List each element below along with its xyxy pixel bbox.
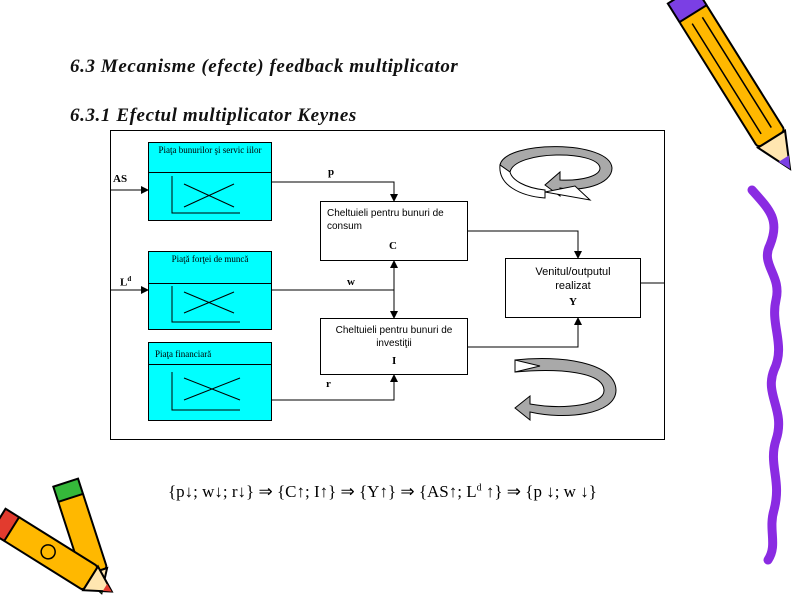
implies-symbol: ⇒ — [340, 482, 355, 501]
implies-symbol: ⇒ — [258, 482, 273, 501]
labor-market-box: Piaţă forţei de muncă — [148, 251, 272, 330]
financial-market-label: Piaţa financiară — [155, 349, 212, 359]
as-label: AS — [113, 173, 128, 185]
section-subtitle: 6.3.1 Efectul multiplicator Keynes — [70, 105, 357, 126]
r-label: r — [326, 378, 331, 390]
page-title: 6.3 Mecanisme (efecte) feedback multipli… — [70, 56, 459, 77]
supply-demand-graph — [171, 372, 241, 411]
consumption-label: Cheltuieli pentru bunuri de consum — [327, 208, 444, 232]
multiplier-formula: {p↓; w↓; r↓} ⇒ {C↑; I↑} ⇒ {Y↑} ⇒ {AS↑; L… — [168, 482, 597, 502]
financial-market-box: Piaţa financiară — [148, 342, 272, 421]
investment-symbol: I — [392, 355, 397, 367]
investment-label: Cheltuieli pentru bunuri de investiţii — [335, 325, 453, 349]
supply-demand-graph — [171, 286, 240, 323]
rotation-arrow-icon — [499, 146, 613, 201]
output-box: Venitul/outputul realizat Y — [505, 258, 641, 318]
output-label: Venitul/outputul realizat — [535, 266, 611, 292]
consumption-symbol: C — [389, 240, 397, 252]
ld-label: Ld — [120, 275, 132, 289]
formula-term: {Y↑} — [359, 482, 397, 501]
implies-symbol: ⇒ — [506, 482, 522, 501]
investment-box: Cheltuieli pentru bunuri de investiţii I — [320, 318, 468, 375]
p-label: p — [328, 166, 335, 178]
divider — [149, 364, 271, 365]
output-symbol: Y — [569, 296, 577, 308]
formula-term: {AS↑; Ld ↑} — [418, 482, 503, 501]
labor-market-label: Piaţă forţei de muncă — [171, 254, 249, 264]
divider — [149, 172, 271, 173]
supply-demand-graph — [171, 176, 240, 214]
diagram-frame — [110, 130, 665, 440]
w-label: w — [347, 276, 355, 288]
pencil-icon — [666, 0, 792, 171]
divider — [149, 283, 271, 284]
goods-market-label: Piaţa bunurilor şi servic iilor — [158, 145, 262, 155]
squiggle-icon — [747, 185, 784, 565]
implies-symbol: ⇒ — [400, 482, 415, 501]
rotation-arrow-icon — [514, 358, 617, 422]
formula-term: {C↑; I↑} — [276, 482, 337, 501]
formula-term: {p ↓; w ↓} — [525, 482, 597, 501]
pencil-icon — [0, 507, 114, 593]
formula-term: {p↓; w↓; r↓} — [168, 482, 255, 501]
goods-market-box: Piaţa bunurilor şi servic iilor — [148, 142, 272, 221]
